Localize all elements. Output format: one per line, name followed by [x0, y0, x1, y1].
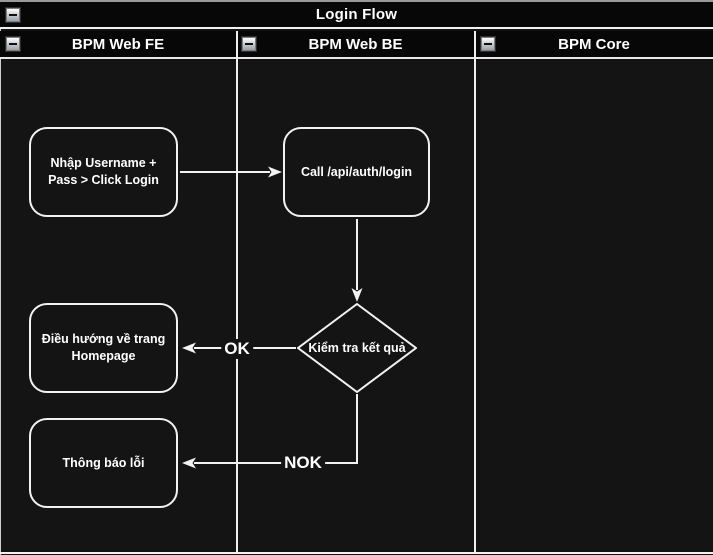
lane-title: BPM Web FE — [71, 35, 165, 53]
node-label: Nhập Username + Pass > Click Login — [48, 156, 159, 187]
task-node-enter-credentials[interactable]: Nhập Username + Pass > Click Login — [29, 127, 178, 217]
node-label: Điều hướng về trang Homepage — [41, 332, 166, 363]
collapse-icon[interactable] — [480, 36, 496, 52]
pool-title: Login Flow — [315, 6, 398, 23]
pool-bottom-border — [0, 552, 713, 554]
task-node-redirect-homepage[interactable]: Điều hướng về trang Homepage — [29, 303, 178, 393]
lane-header-bpm-web-fe[interactable]: BPM Web FE — [0, 31, 236, 57]
collapse-icon[interactable] — [241, 36, 257, 52]
pool-title-bar[interactable]: Login Flow — [0, 2, 713, 29]
minus-glyph — [9, 13, 17, 16]
pool-top-border — [0, 0, 713, 2]
lane-title: BPM Core — [558, 35, 630, 53]
node-label: Thông báo lỗi — [62, 455, 145, 470]
lane-title: BPM Web BE — [308, 35, 403, 53]
task-node-error-message[interactable]: Thông báo lỗi — [29, 418, 178, 508]
lane-header-row: BPM Web FE BPM Web BE BPM Core — [0, 31, 713, 59]
minus-glyph — [484, 43, 492, 45]
lane-divider — [474, 31, 476, 553]
collapse-icon[interactable] — [5, 36, 21, 52]
pool-left-border — [0, 2, 1, 555]
diamond-shape — [297, 303, 417, 393]
lane-header-bpm-web-be[interactable]: BPM Web BE — [236, 31, 475, 57]
edge-label-nok[interactable]: NOK — [281, 453, 325, 473]
collapse-icon[interactable] — [5, 6, 21, 23]
lane-divider — [236, 31, 238, 553]
edge-label-ok[interactable]: OK — [221, 339, 253, 359]
lane-header-bpm-core[interactable]: BPM Core — [475, 31, 713, 57]
task-node-call-api[interactable]: Call /api/auth/login — [283, 127, 430, 217]
minus-glyph — [245, 43, 253, 45]
edge-decision-nok-to-error[interactable] — [182, 394, 358, 469]
edge-callapi-to-decision[interactable] — [351, 219, 363, 302]
node-label: Call /api/auth/login — [300, 164, 413, 179]
minus-glyph — [9, 43, 17, 45]
edge-credentials-to-callapi[interactable] — [180, 166, 282, 178]
decision-node-check-result[interactable]: Kiểm tra kết quả — [297, 303, 417, 393]
node-label: Kiểm tra kết quả — [308, 341, 406, 355]
